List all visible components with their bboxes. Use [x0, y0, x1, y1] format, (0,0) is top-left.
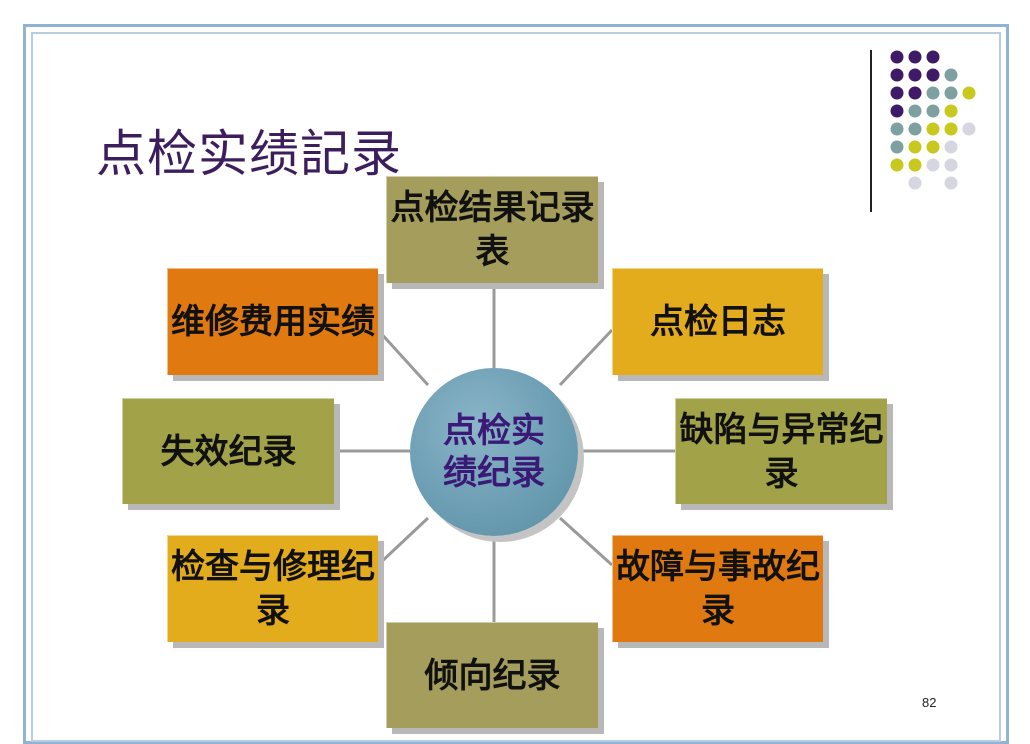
decor-dot: [944, 176, 958, 190]
decor-dot: [926, 122, 940, 136]
decor-dot: [944, 86, 958, 100]
node-label: 故障与事故纪录: [616, 547, 820, 631]
decor-dot: [890, 104, 904, 118]
decor-dot: [926, 104, 940, 118]
page-number: 82: [922, 695, 937, 710]
decor-dot: [926, 50, 940, 64]
decor-dot: [908, 158, 922, 172]
decor-dot: [890, 50, 904, 64]
node-defect-record: 缺陷与异常纪录: [675, 398, 887, 504]
decor-dot: [890, 68, 904, 82]
decor-dot: [908, 68, 922, 82]
decor-dot: [926, 86, 940, 100]
decor-dot: [944, 68, 958, 82]
decor-dot: [908, 104, 922, 118]
decorative-dot-grid: [890, 50, 976, 190]
node-label: 点检结果记录表: [390, 188, 595, 272]
center-label: 点检实绩纪录: [443, 411, 545, 493]
connector-lines: [334, 283, 675, 622]
decor-dot: [908, 86, 922, 100]
node-label: 检查与修理纪录: [171, 547, 375, 631]
decor-dot: [890, 140, 904, 154]
connector-top-right: [558, 328, 614, 387]
node-failure-record: 失效纪录: [122, 398, 334, 504]
decor-dot: [908, 140, 922, 154]
node-inspection-repair-record: 检查与修理纪录: [167, 535, 378, 642]
decor-dot: [908, 50, 922, 64]
node-maintenance-cost: 维修费用实绩: [167, 268, 378, 375]
decor-dot: [962, 122, 976, 136]
decor-dot: [944, 122, 958, 136]
decor-dot: [890, 122, 904, 136]
node-inspection-result-table: 点检结果记录表: [386, 176, 598, 283]
connector-top-left: [376, 328, 430, 387]
decor-dot: [944, 158, 958, 172]
decor-dot: [944, 104, 958, 118]
decor-dot: [908, 122, 922, 136]
node-inspection-log: 点检日志: [612, 268, 823, 375]
node-label: 缺陷与异常纪录: [679, 409, 884, 494]
decor-dot: [962, 86, 976, 100]
connector-bottom-left: [376, 516, 430, 567]
decorative-divider: [870, 50, 872, 212]
node-label: 失效纪录: [160, 431, 297, 472]
decor-dot: [926, 140, 940, 154]
node-fault-accident-record: 故障与事故纪录: [612, 535, 823, 642]
decor-dot: [890, 86, 904, 100]
decor-dot: [908, 176, 922, 190]
decor-dot: [944, 140, 958, 154]
node-trend-record: 倾向纪录: [386, 622, 598, 728]
decor-dot: [890, 158, 904, 172]
connector-bottom-right: [558, 516, 614, 567]
decor-dot: [926, 68, 940, 82]
node-label: 点检日志: [650, 302, 786, 342]
center-hub: 点检实绩纪录: [410, 368, 578, 536]
decor-dot: [926, 158, 940, 172]
page-title: 点检实绩記录: [96, 125, 402, 183]
node-label: 维修费用实绩: [171, 302, 375, 342]
node-label: 倾向纪录: [424, 655, 561, 696]
